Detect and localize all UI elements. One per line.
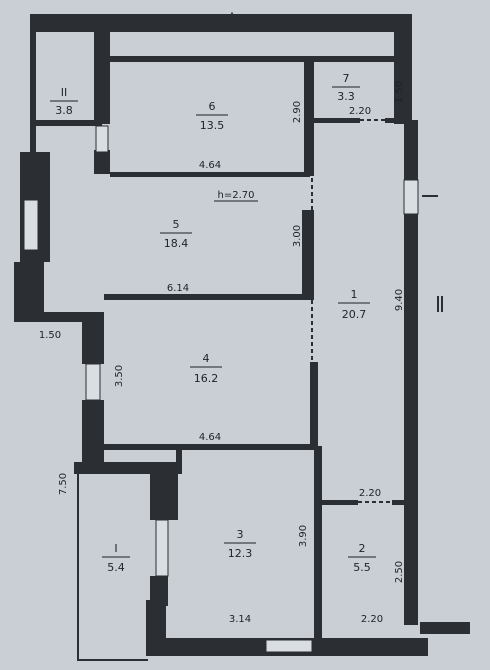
break-mark — [227, 11, 237, 23]
dim-room5-height: 3.00 — [292, 225, 303, 247]
room-labels: II 3.8 6 13.5 7 3.3 5 18.4 1 20.7 4 16.2… — [50, 72, 376, 574]
dim-room5-width: 6.14 — [167, 283, 189, 294]
windows — [23, 125, 419, 653]
dim-balcony-length: 7.50 — [58, 473, 69, 495]
room-7-area: 3.3 — [337, 90, 355, 103]
dim-room6-height: 2.90 — [292, 101, 303, 123]
room-7-number: 7 — [343, 72, 350, 85]
room-2-number: 2 — [359, 542, 366, 555]
dim-room1-height: 9.40 — [394, 289, 405, 311]
dim-room2-width-top: 2.20 — [359, 488, 381, 499]
room-5-number: 5 — [173, 218, 180, 231]
room-I-area: 5.4 — [107, 561, 125, 574]
room-3-area: 12.3 — [228, 547, 253, 560]
dim-notch-width: 1.50 — [39, 330, 61, 341]
room-II-number: II — [61, 86, 68, 99]
dim-room4-width: 4.64 — [199, 432, 221, 443]
section-mark — [437, 296, 443, 312]
dim-room3-height: 3.90 — [298, 525, 309, 547]
room-1-area: 20.7 — [342, 308, 367, 321]
dimension-labels: 4.64 6.14 1.50 3.50 4.64 7.50 3.14 2.90 … — [39, 81, 405, 625]
room-3-number: 3 — [237, 528, 244, 541]
dim-room3-width: 3.14 — [229, 614, 251, 625]
inner-walls — [36, 14, 408, 642]
dim-room2-width-bottom: 2.20 — [361, 614, 383, 625]
dim-room2-height: 2.50 — [394, 561, 405, 583]
dim-room7-height: 1.50 — [394, 81, 405, 103]
room-1-number: 1 — [351, 288, 358, 301]
room-I-number: I — [114, 542, 117, 555]
dim-room7-width: 2.20 — [349, 106, 371, 117]
room-5-area: 18.4 — [164, 237, 189, 250]
room-4-number: 4 — [203, 352, 210, 365]
dim-room4-height: 3.50 — [114, 365, 125, 387]
ceiling-height-note: h=2.70 — [218, 190, 255, 201]
room-4-area: 16.2 — [194, 372, 219, 385]
room-II-area: 3.8 — [55, 104, 73, 117]
room-2-area: 5.5 — [353, 561, 371, 574]
balcony-outline — [77, 468, 148, 661]
room-6-area: 13.5 — [200, 119, 225, 132]
room-6-number: 6 — [209, 100, 216, 113]
dim-room6-width: 4.64 — [199, 160, 221, 171]
